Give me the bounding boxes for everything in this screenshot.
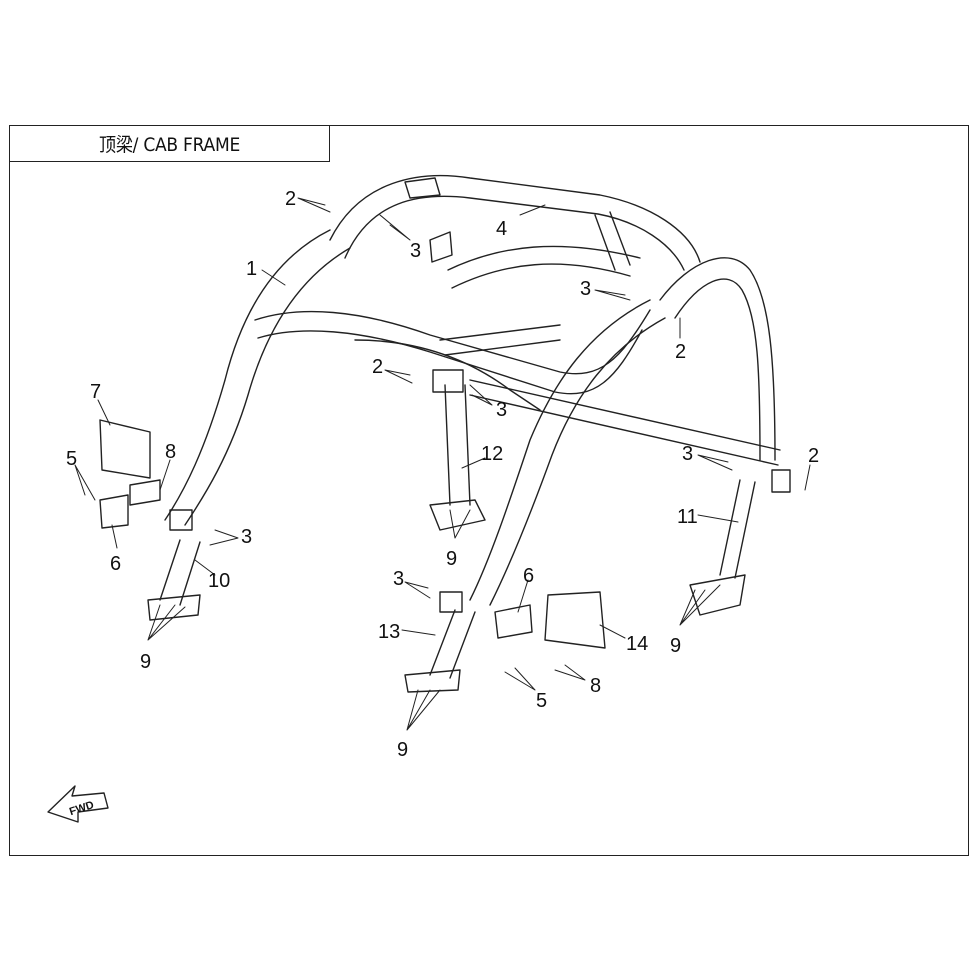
leader-6a bbox=[111, 524, 118, 549]
right-leg-foot bbox=[404, 669, 461, 693]
right-pillar-inner bbox=[489, 317, 666, 606]
leader-5b bbox=[504, 667, 536, 691]
title-box: 顶梁/ CAB FRAME bbox=[9, 125, 330, 162]
leader-12 bbox=[461, 457, 486, 469]
leader-7 bbox=[97, 399, 111, 426]
callout-7: 7 bbox=[90, 381, 101, 403]
main-cross-tube-top bbox=[254, 309, 651, 375]
callout-2: 2 bbox=[285, 188, 296, 210]
right-rear-outer bbox=[659, 257, 776, 461]
rear-hoop-inner bbox=[344, 195, 685, 271]
callout-3: 3 bbox=[393, 568, 404, 590]
callout-3: 3 bbox=[682, 443, 693, 465]
leader-11 bbox=[697, 514, 739, 523]
leader-8b bbox=[554, 664, 586, 681]
left-clamp bbox=[169, 509, 193, 531]
right-rear-inner bbox=[674, 278, 761, 461]
rear-crossbar-2 bbox=[451, 263, 631, 289]
leader-4 bbox=[519, 204, 546, 216]
leader-5a bbox=[74, 464, 96, 501]
callout-9: 9 bbox=[670, 635, 681, 657]
callout-11: 11 bbox=[677, 506, 698, 528]
left-mirror bbox=[99, 419, 151, 479]
rear-brace bbox=[594, 211, 631, 271]
leader-3c bbox=[469, 384, 493, 406]
rear-long-tube-2 bbox=[439, 324, 561, 356]
callout-14: 14 bbox=[626, 633, 648, 655]
left-pillar-outer bbox=[164, 229, 331, 521]
rear-crossbar bbox=[447, 245, 641, 271]
rear-hoop-outer bbox=[329, 174, 701, 263]
leader-10 bbox=[194, 559, 216, 576]
callout-3: 3 bbox=[241, 526, 252, 548]
leader-3d bbox=[697, 454, 733, 471]
callout-2: 2 bbox=[808, 445, 819, 467]
callout-8: 8 bbox=[165, 441, 176, 463]
leader-3a bbox=[379, 214, 411, 241]
left-side-tube bbox=[354, 339, 541, 411]
right-leg bbox=[429, 609, 476, 679]
leader-2a bbox=[297, 197, 331, 213]
callout-3: 3 bbox=[580, 278, 591, 300]
main-cross-tube-bottom bbox=[257, 329, 643, 395]
fwd-arrow-icon bbox=[47, 785, 109, 823]
callout-9: 9 bbox=[140, 651, 151, 673]
leader-9b bbox=[449, 509, 471, 539]
right-rear-foot bbox=[689, 574, 746, 616]
callout-2: 2 bbox=[372, 356, 383, 378]
leader-9c bbox=[679, 584, 721, 626]
diagram-frame bbox=[9, 125, 969, 856]
rear-gusset-top bbox=[404, 177, 441, 199]
callout-3: 3 bbox=[496, 399, 507, 421]
right-pillar-outer bbox=[469, 299, 651, 601]
fwd-label: FWD bbox=[68, 799, 96, 818]
left-mirror-bracket bbox=[99, 479, 161, 529]
callout-numbers: 1 2 2 2 2 3 3 3 3 3 3 3 4 5 5 6 6 7 8 8 … bbox=[66, 188, 819, 761]
leader-14 bbox=[599, 624, 626, 639]
callout-6: 6 bbox=[523, 565, 534, 587]
callout-5: 5 bbox=[536, 690, 547, 712]
callout-4: 4 bbox=[496, 218, 507, 240]
callout-6: 6 bbox=[110, 553, 121, 575]
rear-clamp bbox=[771, 469, 791, 493]
callout-10: 10 bbox=[208, 570, 230, 592]
leader-13 bbox=[401, 629, 436, 636]
rear-long-tube bbox=[469, 379, 781, 466]
right-mirror-bracket bbox=[494, 604, 533, 639]
callout-9: 9 bbox=[397, 739, 408, 761]
leader-8a bbox=[159, 459, 171, 491]
rear-gusset-mid bbox=[429, 231, 453, 263]
callout-12: 12 bbox=[481, 443, 503, 465]
left-leg bbox=[159, 539, 201, 606]
center-pillar bbox=[444, 384, 471, 506]
callout-13: 13 bbox=[378, 621, 400, 643]
page-title: 顶梁/ CAB FRAME bbox=[99, 134, 240, 156]
callout-3: 3 bbox=[410, 240, 421, 262]
right-clamp bbox=[439, 591, 463, 613]
leader-3f bbox=[404, 581, 431, 599]
right-rear-leg bbox=[719, 479, 756, 579]
leader-3b bbox=[594, 289, 631, 301]
callout-2: 2 bbox=[675, 341, 686, 363]
left-leg-foot bbox=[147, 594, 201, 621]
leader-1 bbox=[261, 269, 286, 286]
right-mirror bbox=[544, 591, 606, 649]
leader-9d bbox=[406, 689, 441, 731]
leader-9a bbox=[147, 604, 186, 641]
center-pillar-foot bbox=[429, 499, 486, 531]
leader-6b bbox=[517, 579, 529, 613]
left-pillar-inner bbox=[184, 247, 351, 526]
leader-3e bbox=[209, 529, 239, 546]
callout-1: 1 bbox=[246, 258, 257, 280]
callout-5: 5 bbox=[66, 448, 77, 470]
callout-8: 8 bbox=[590, 675, 601, 697]
center-clamp bbox=[432, 369, 464, 393]
callout-9: 9 bbox=[446, 548, 457, 570]
leader-2c bbox=[384, 369, 413, 384]
leader-2d bbox=[804, 464, 811, 491]
